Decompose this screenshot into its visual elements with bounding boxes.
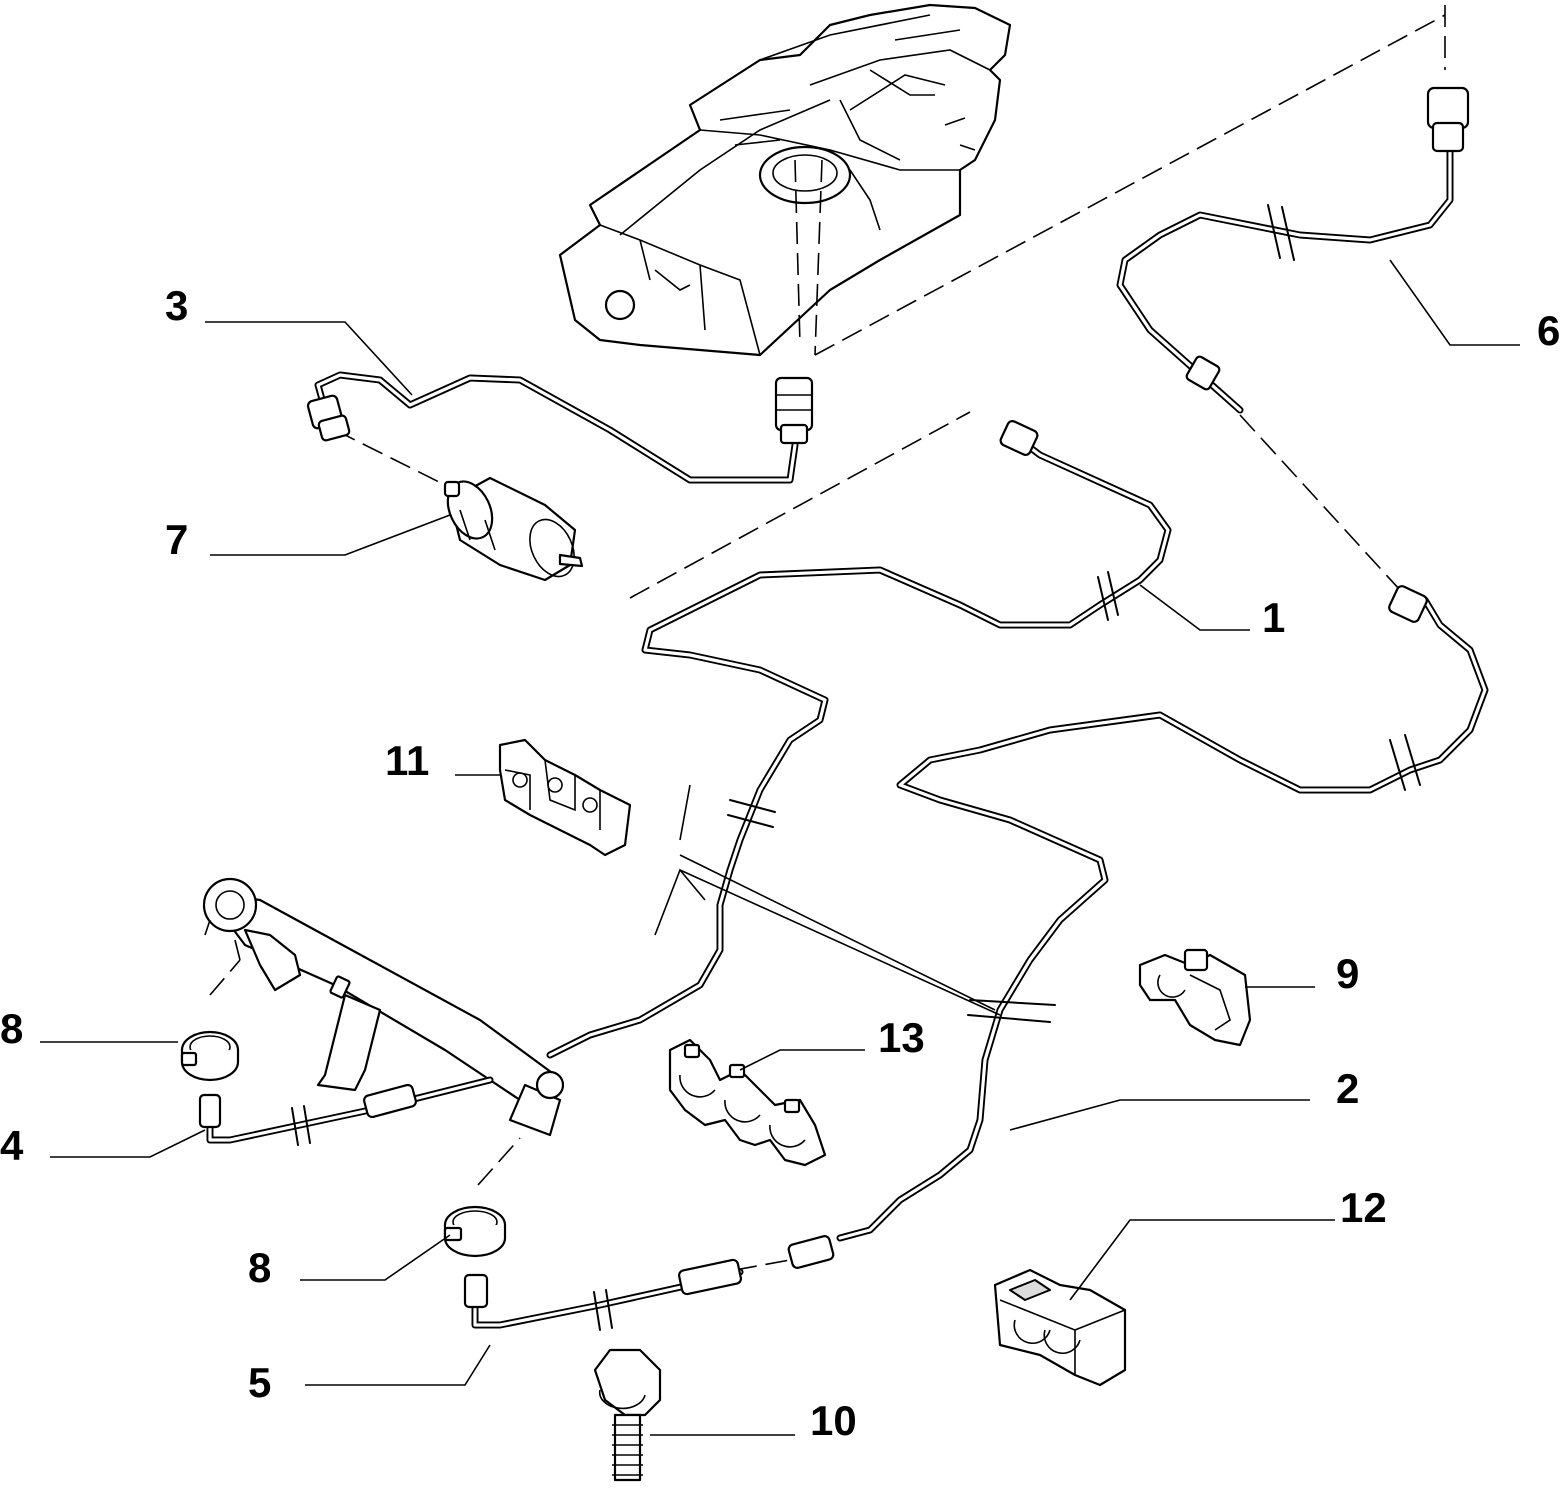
callout-5: 5 [248,1359,271,1406]
fuel-pipe-3 [306,371,814,484]
callout-13: 13 [878,1014,925,1061]
clip-10 [593,1348,662,1482]
callout-6: 6 [1537,307,1560,354]
clip-9 [1138,948,1252,1047]
callout-9: 9 [1336,950,1359,997]
callout-11: 11 [385,737,429,784]
callout-8-upper: 8 [0,1005,23,1052]
callout-1: 1 [1262,594,1285,641]
leader-lines [40,259,1520,1436]
clip-11 [498,738,632,857]
clip-13 [668,1038,827,1167]
clamp-8-lower [443,1205,507,1258]
callout-12: 12 [1340,1184,1387,1231]
fuel-pipe-1 [546,420,1172,1059]
callout-3: 3 [165,282,188,329]
fuel-pipe-2 [787,585,1489,1270]
fuel-tank [558,3,1012,357]
fuel-pipe-6 [1116,86,1470,414]
fuel-pipe-4 [198,1076,494,1146]
callout-10: 10 [810,1397,857,1444]
fuel-rail [202,877,565,1137]
assembly-guide-lines [209,5,1446,1271]
callout-8-lower: 8 [248,1244,271,1291]
crossing-guide-lines [654,784,1001,1016]
callout-7: 7 [165,516,188,563]
clip-12 [993,1268,1127,1387]
callout-4: 4 [0,1122,24,1169]
fuel-filter-7 [443,476,584,582]
clamp-8-upper [180,1030,240,1082]
callout-2: 2 [1336,1065,1359,1112]
fuel-pipe-5 [463,1258,744,1331]
callout-numbers: 1 2 3 4 5 6 7 8 8 9 10 11 12 13 [0,282,1560,1444]
